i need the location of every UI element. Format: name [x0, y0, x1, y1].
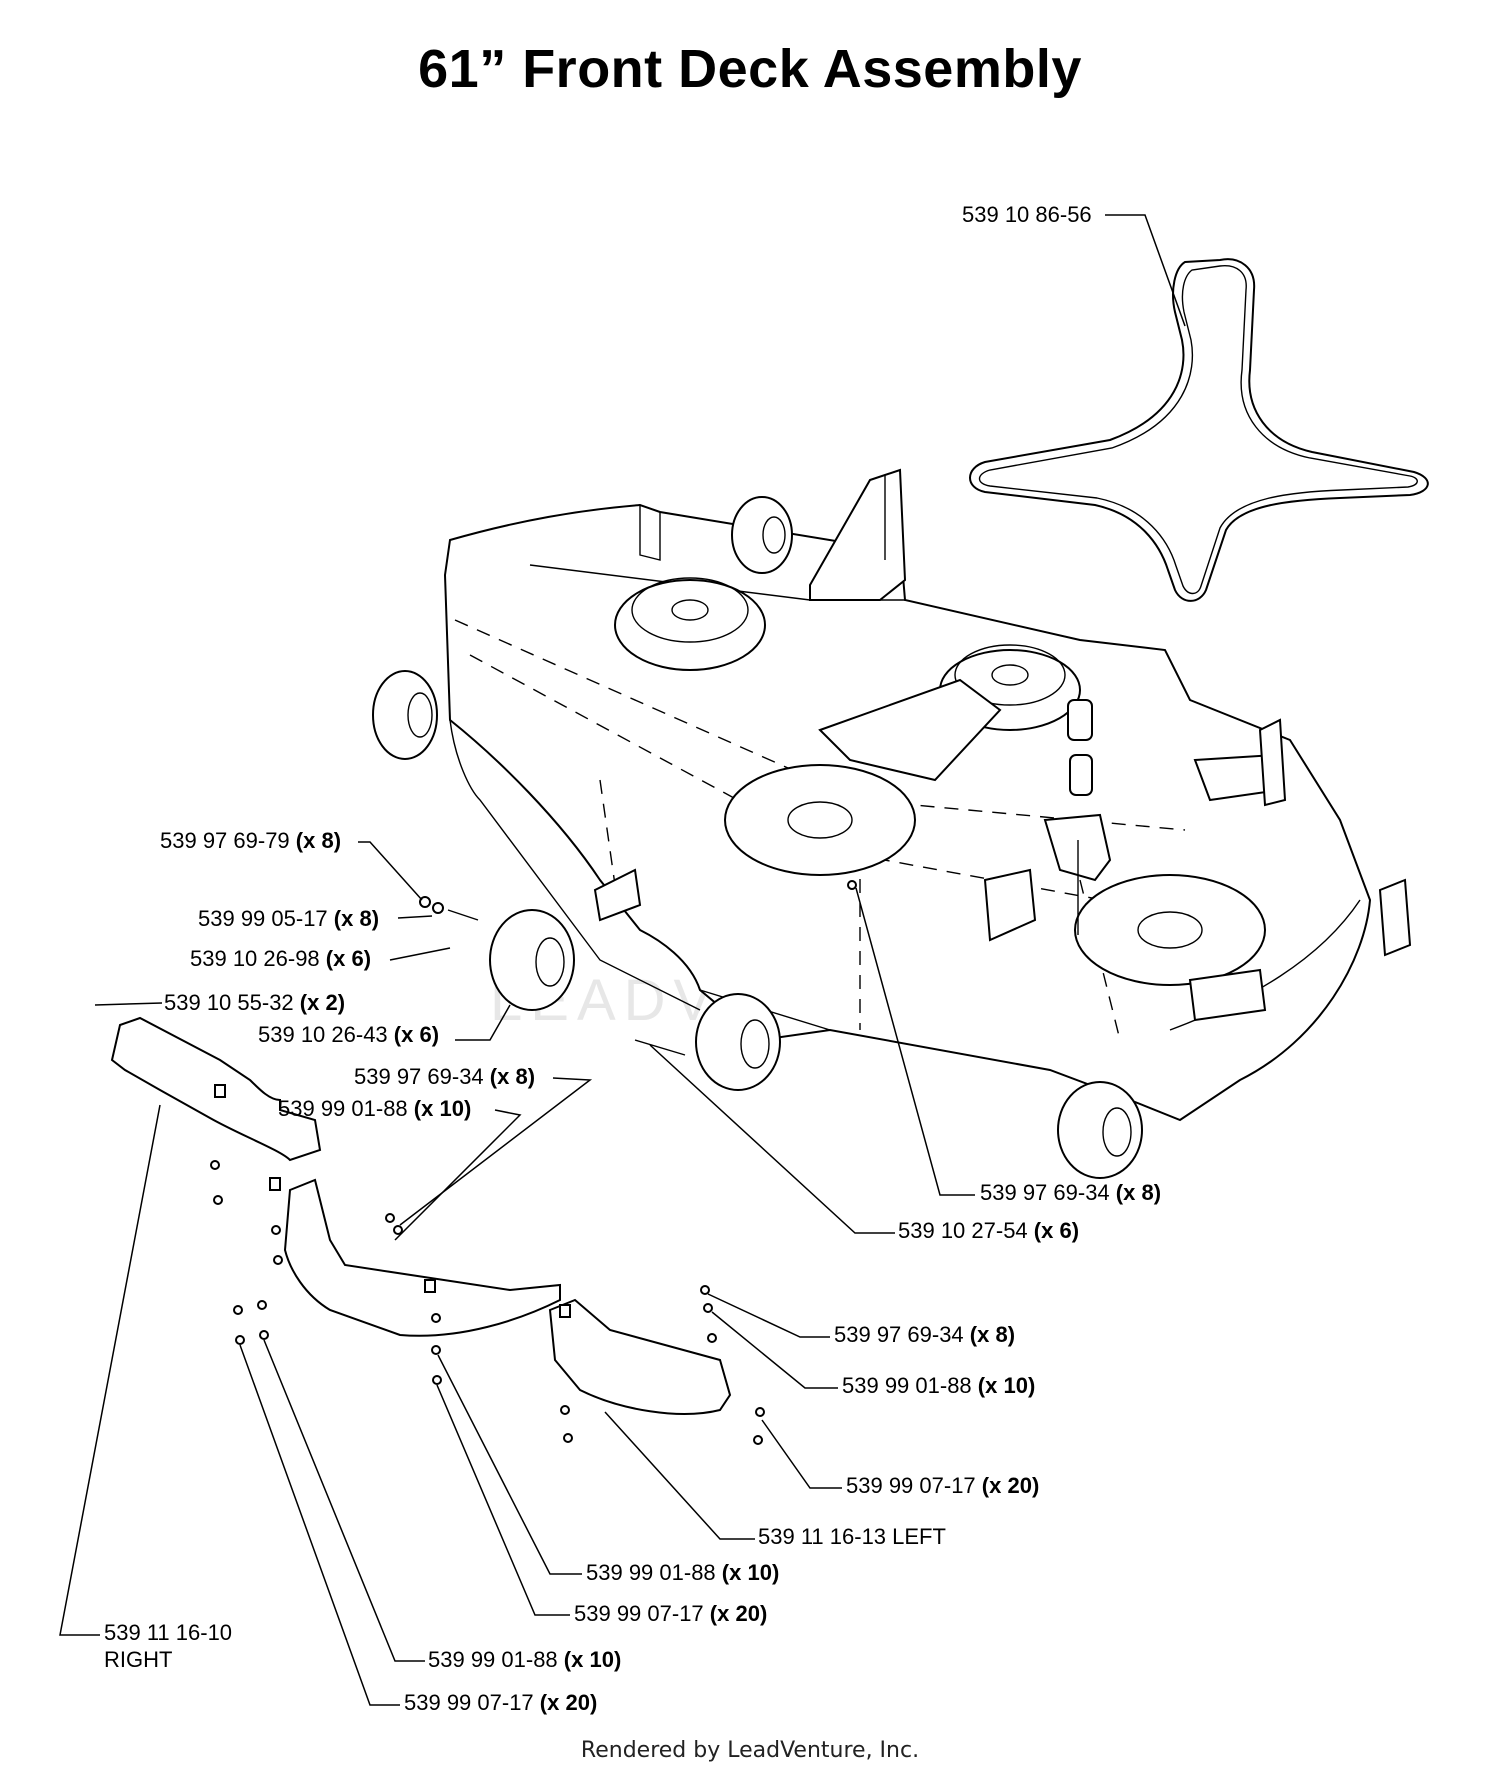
callout-15: 539 99 07-17 (x 20)	[574, 1601, 767, 1626]
callout-2: 539 99 05-17 (x 8)	[198, 906, 379, 931]
callout-16-note: RIGHT	[104, 1647, 172, 1672]
wheel-front-center	[695, 993, 781, 1091]
wheel-rear-left	[372, 670, 438, 760]
callout-12: 539 99 07-17 (x 20)	[846, 1473, 1039, 1498]
callout-4: 539 10 55-32 (x 2)	[164, 990, 345, 1015]
callout-8: 539 97 69-34 (x 8)	[980, 1180, 1161, 1205]
callout-14: 539 99 01-88 (x 10)	[586, 1560, 779, 1585]
callout-18: 539 99 07-17 (x 20)	[404, 1690, 597, 1715]
baffle-right	[110, 1016, 322, 1162]
drive-belt	[969, 258, 1429, 602]
leader-lines	[59, 214, 1186, 1706]
baffle-left	[548, 1298, 732, 1415]
callout-11: 539 99 01-88 (x 10)	[842, 1373, 1035, 1398]
deck-housing	[443, 468, 1412, 1122]
callout-1: 539 97 69-79 (x 8)	[160, 828, 341, 853]
wheel-front-left	[489, 909, 575, 1011]
callout-16: 539 11 16-10	[104, 1620, 232, 1645]
callout-6: 539 97 69-34 (x 8)	[354, 1064, 535, 1089]
wheel-front-right	[1057, 1081, 1143, 1179]
callout-7: 539 99 01-88 (x 10)	[278, 1096, 471, 1121]
page-title: 61” Front Deck Assembly	[418, 39, 1082, 99]
callout-labels: 539 10 86-56 539 97 69-79 (x 8) 539 99 0…	[104, 202, 1161, 1715]
baffle-center	[269, 1177, 561, 1337]
deck-wheels	[372, 496, 1143, 1179]
hardware-nuts	[210, 880, 857, 1445]
wheel-rear-right	[731, 496, 793, 574]
footer-credit: Rendered by LeadVenture, Inc.	[580, 1738, 920, 1763]
callout-5: 539 10 26-43 (x 6)	[258, 1022, 439, 1047]
callout-9: 539 10 27-54 (x 6)	[898, 1218, 1079, 1243]
callout-3: 539 10 26-98 (x 6)	[190, 946, 371, 971]
callout-17: 539 99 01-88 (x 10)	[428, 1647, 621, 1672]
callout-10: 539 97 69-34 (x 8)	[834, 1322, 1015, 1347]
callout-belt: 539 10 86-56	[962, 202, 1092, 227]
callout-13: 539 11 16-13 LEFT	[758, 1524, 946, 1549]
